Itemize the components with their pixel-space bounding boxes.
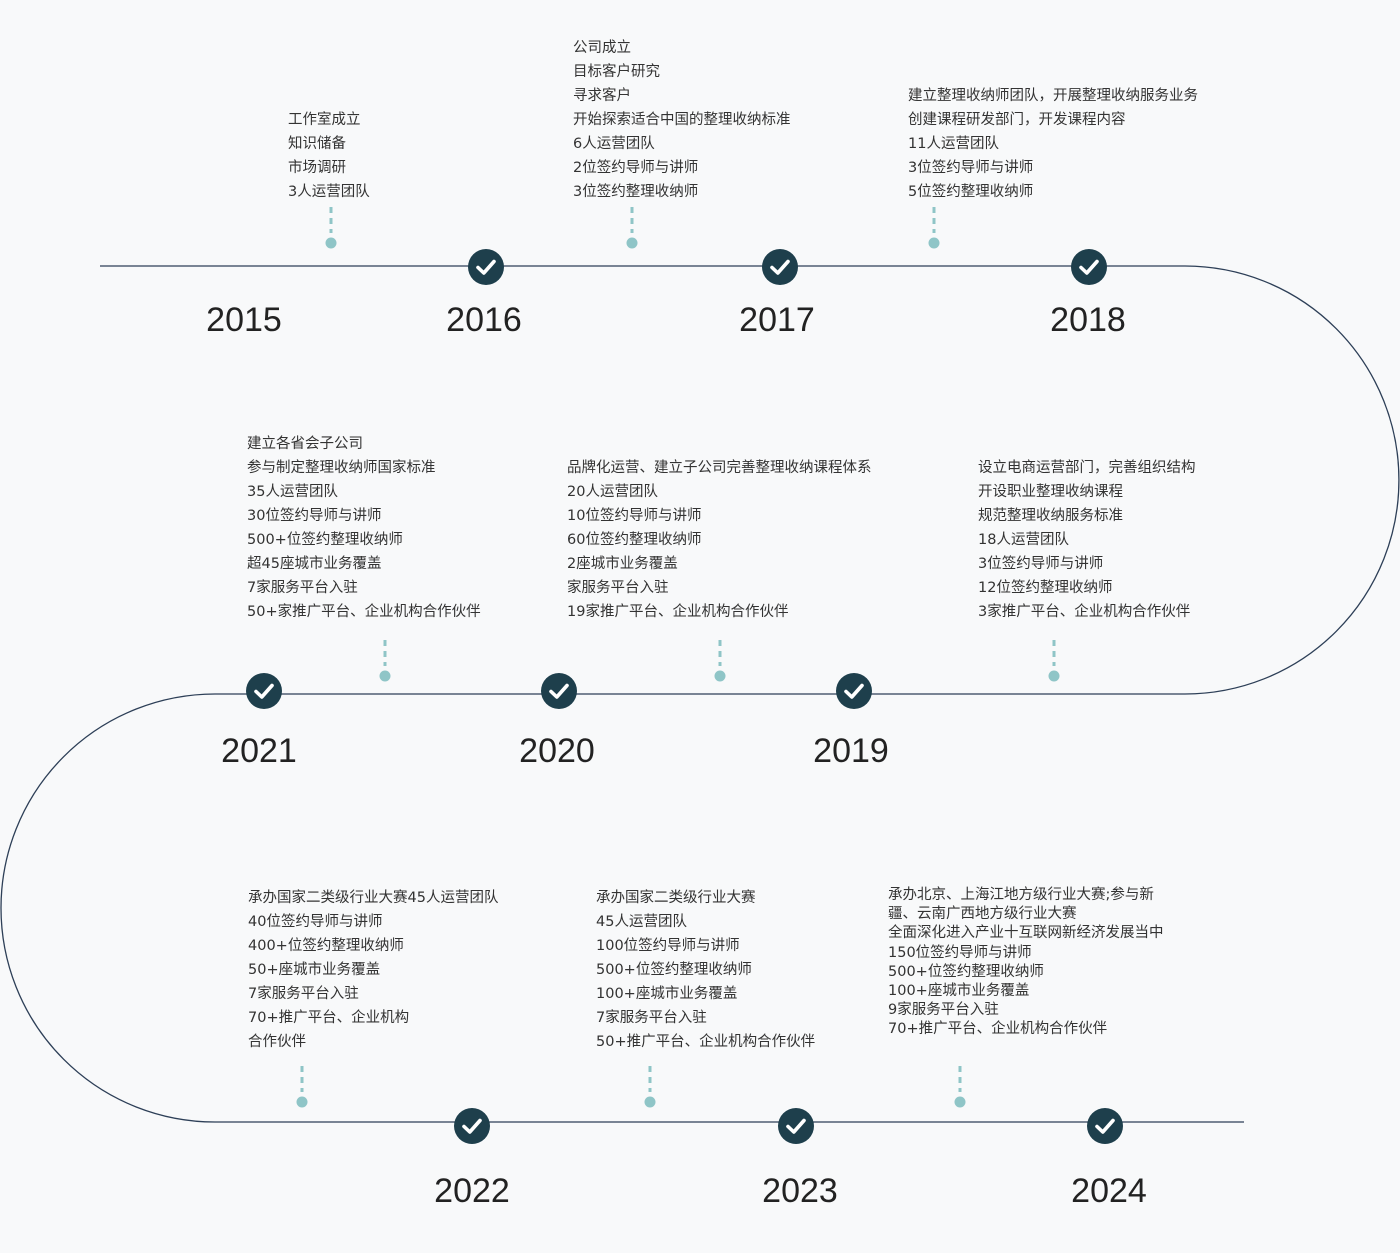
milestone-line: 2座城市业务覆盖 (567, 556, 678, 572)
timeline-path (0, 265, 1400, 1123)
milestone-line: 100+座城市业务覆盖 (596, 986, 738, 1002)
milestone-line: 知识储备 (288, 136, 346, 152)
milestone-line: 500+位签约整理收纳师 (247, 532, 403, 548)
dashed-connector-icon (928, 207, 940, 249)
year-label-2023: 2023 (762, 1172, 838, 1210)
milestone-line: 10位签约导师与讲师 (567, 508, 702, 524)
milestone-line: 2位签约导师与讲师 (573, 160, 699, 176)
check-circle-icon (1087, 1108, 1123, 1144)
check-circle-icon (454, 1108, 490, 1144)
milestone-line: 50+推广平台、企业机构合作伙伴 (596, 1034, 816, 1050)
dashed-connector-icon (644, 1066, 656, 1108)
dashed-connector-icon (296, 1066, 308, 1108)
milestone-line: 超45座城市业务覆盖 (247, 556, 382, 572)
milestone-line: 12位签约整理收纳师 (978, 580, 1113, 596)
milestone-line: 7家服务平台入驻 (248, 986, 359, 1002)
milestone-line: 承办北京、上海江地方级行业大赛;参与新 (888, 887, 1154, 903)
milestone-line: 规范整理收纳服务标准 (978, 508, 1123, 524)
milestone-line: 45人运营团队 (596, 914, 687, 930)
milestone-line: 3位签约整理收纳师 (573, 184, 699, 200)
milestone-line: 6人运营团队 (573, 136, 655, 152)
milestone-description-2021: 建立各省会子公司参与制定整理收纳师国家标准 35人运营团队 30位签约导师与讲师 50… (247, 432, 481, 624)
dashed-connector-icon (626, 207, 638, 249)
milestone-line: 150位签约导师与讲师 (888, 944, 1032, 961)
milestone-description-2018: 建立整理收纳师团队，开展整理收纳服务业务创建课程研发部门，开发课程内容 11人运营… (908, 84, 1198, 204)
check-circle-icon (762, 249, 798, 285)
year-label-2020: 2020 (519, 732, 595, 770)
milestone-line: 3人运营团队 (288, 184, 370, 200)
check-circle-icon (778, 1108, 814, 1144)
dashed-connector-icon (714, 640, 726, 682)
milestone-line: 35人运营团队 (247, 484, 338, 500)
year-label-2019: 2019 (813, 732, 889, 770)
milestone-line: 品牌化运营、建立子公司完善整理收纳课程体系 (567, 460, 872, 476)
milestone-line: 目标客户研究 (573, 64, 660, 80)
milestone-line: 建立整理收纳师团队，开展整理收纳服务业务 (908, 88, 1198, 104)
milestone-line: 全面深化进入产业十互联网新经济发展当中 (888, 925, 1164, 942)
check-circle-icon (246, 673, 282, 709)
milestone-line: 11人运营团队 (908, 136, 999, 152)
milestone-line: 3家推广平台、企业机构合作伙伴 (978, 604, 1191, 620)
milestone-line: 3位签约导师与讲师 (908, 160, 1034, 176)
check-circle-icon (541, 673, 577, 709)
milestone-line: 9家服务平台入驻 (888, 1002, 999, 1019)
milestone-line: 5位签约整理收纳师 (908, 184, 1034, 200)
milestone-description-2015: 工作室成立知识储备市场调研 3人运营团队 (288, 108, 370, 204)
milestone-line: 7家服务平台入驻 (247, 580, 358, 596)
milestone-line: 公司成立 (573, 40, 631, 56)
milestone-line: 建立各省会子公司 (247, 436, 363, 452)
milestone-line: 70+推广平台、企业机构 (248, 1010, 410, 1026)
milestone-line: 40位签约导师与讲师 (248, 914, 383, 930)
dashed-connector-icon (379, 640, 391, 682)
milestone-line: 50+家推广平台、企业机构合作伙伴 (247, 604, 481, 620)
milestone-line: 18人运营团队 (978, 532, 1069, 548)
milestone-line: 承办国家二类级行业大赛45人运营团队 (248, 890, 499, 906)
dashed-connector-icon (325, 207, 337, 249)
milestone-line: 30位签约导师与讲师 (247, 508, 382, 524)
milestone-line: 创建课程研发部门，开发课程内容 (908, 112, 1126, 128)
milestone-line: 工作室成立 (288, 112, 361, 128)
milestone-line: 19家推广平台、企业机构合作伙伴 (567, 604, 789, 620)
year-label-2022: 2022 (434, 1172, 510, 1210)
milestone-line: 400+位签约整理收纳师 (248, 938, 404, 954)
milestone-description-2020: 品牌化运营、建立子公司完善整理收纳课程体系 20人运营团队 10位签约导师与讲师 60… (567, 456, 872, 624)
milestone-line: 20人运营团队 (567, 484, 658, 500)
year-label-2015: 2015 (206, 301, 282, 339)
year-label-2021: 2021 (221, 732, 297, 770)
year-label-2016: 2016 (446, 301, 522, 339)
milestone-line: 参与制定整理收纳师国家标准 (247, 460, 436, 476)
year-label-2017: 2017 (739, 301, 815, 339)
milestone-line: 50+座城市业务覆盖 (248, 962, 381, 978)
milestone-line: 疆、云南广西地方级行业大赛 (888, 906, 1077, 923)
milestone-line: 60位签约整理收纳师 (567, 532, 702, 548)
milestone-line: 开始探索适合中国的整理收纳标准 (573, 112, 791, 128)
milestone-description-2023: 承办国家二类级行业大赛 45人运营团队 100位签约导师与讲师 500+位签约整理收纳… (596, 886, 815, 1054)
milestone-description-2024: 承办北京、上海江地方级行业大赛;参与新疆、云南广西地方级行业大赛全面深化进入产业… (888, 886, 1164, 1040)
milestone-line: 7家服务平台入驻 (596, 1010, 707, 1026)
milestone-line: 设立电商运营部门，完善组织结构 (978, 460, 1196, 476)
milestone-line: 500+位签约整理收纳师 (596, 962, 752, 978)
milestone-line: 100位签约导师与讲师 (596, 938, 740, 954)
milestone-line: 500+位签约整理收纳师 (888, 963, 1044, 980)
milestone-description-2017: 公司成立目标客户研究寻求客户开始探索适合中国的整理收纳标准 6人运营团队 2位签约导… (573, 36, 791, 204)
milestone-line: 寻求客户 (573, 88, 631, 104)
milestone-line: 3位签约导师与讲师 (978, 556, 1104, 572)
year-label-2018: 2018 (1050, 301, 1126, 339)
milestone-line: 合作伙伴 (248, 1034, 306, 1050)
milestone-line: 70+推广平台、企业机构合作伙伴 (888, 1021, 1108, 1038)
milestone-description-2022: 承办国家二类级行业大赛45人运营团队 40位签约导师与讲师 400+位签约整理收纳师… (248, 886, 498, 1054)
check-circle-icon (1071, 249, 1107, 285)
milestone-line: 市场调研 (288, 160, 346, 176)
year-label-2024: 2024 (1071, 1172, 1147, 1210)
milestone-description-2019: 设立电商运营部门，完善组织结构开设职业整理收纳课程规范整理收纳服务标准 18人运营… (978, 456, 1196, 624)
milestone-line: 家服务平台入驻 (567, 580, 669, 596)
check-circle-icon (468, 249, 504, 285)
milestone-line: 开设职业整理收纳课程 (978, 484, 1123, 500)
milestone-line: 承办国家二类级行业大赛 (596, 890, 756, 906)
dashed-connector-icon (1048, 640, 1060, 682)
milestone-line: 100+座城市业务覆盖 (888, 983, 1030, 1000)
dashed-connector-icon (954, 1066, 966, 1108)
check-circle-icon (836, 673, 872, 709)
